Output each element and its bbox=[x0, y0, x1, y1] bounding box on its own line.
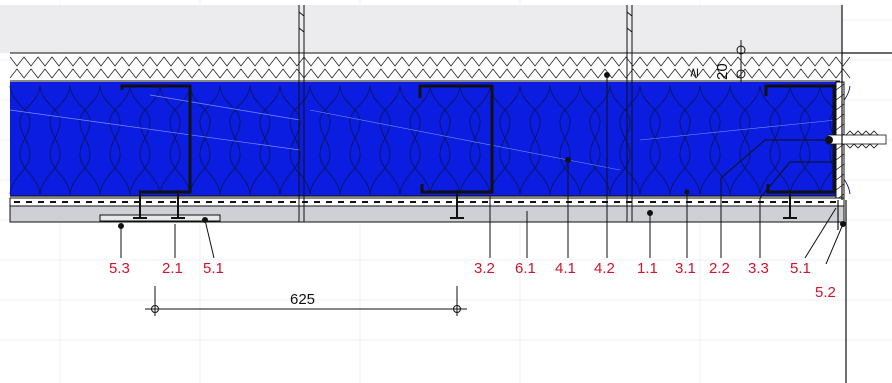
callout-3-3: 3.3 bbox=[748, 260, 769, 277]
callout-6-1: 6.1 bbox=[515, 260, 536, 277]
blue-insulation-layer bbox=[9, 82, 851, 197]
callout-labels: 5.3 2.1 5.1 3.2 6.1 4.1 4.2 1.1 3.1 2.2 … bbox=[109, 260, 836, 301]
callout-2-1: 2.1 bbox=[162, 260, 183, 277]
callout-5-3: 5.3 bbox=[109, 260, 130, 277]
adjacent-wall bbox=[837, 5, 892, 383]
upper-insulation-layer bbox=[9, 54, 851, 82]
callout-3-2: 3.2 bbox=[474, 260, 495, 277]
min-gap-symbol: ≥ bbox=[687, 67, 702, 78]
screw-fixings bbox=[133, 190, 797, 219]
min-gap-value: 20 bbox=[714, 63, 731, 80]
min-gap-dimension bbox=[736, 40, 746, 82]
callout-4-1: 4.1 bbox=[555, 260, 576, 277]
spacing-dimension bbox=[145, 286, 467, 316]
callout-5-1-right: 5.1 bbox=[790, 260, 811, 277]
callout-2-2: 2.2 bbox=[709, 260, 730, 277]
upper-layer-background bbox=[0, 5, 842, 53]
spacing-dimension-label: 625 bbox=[290, 291, 315, 308]
callout-1-1: 1.1 bbox=[637, 260, 658, 277]
callout-3-1: 3.1 bbox=[675, 260, 696, 277]
callout-5-2: 5.2 bbox=[815, 284, 836, 301]
callout-4-2: 4.2 bbox=[594, 260, 615, 277]
leader-lines bbox=[118, 72, 846, 265]
callout-5-1: 5.1 bbox=[203, 260, 224, 277]
board-layer bbox=[9, 197, 845, 223]
break-lines bbox=[298, 5, 633, 222]
